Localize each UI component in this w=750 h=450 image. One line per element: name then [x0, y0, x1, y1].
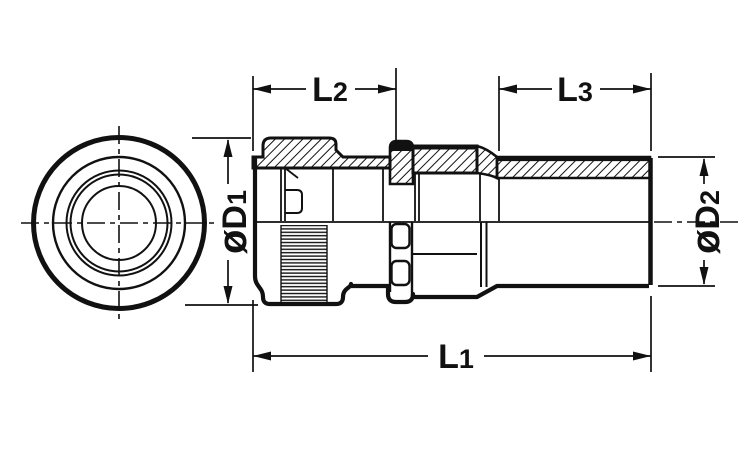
D2-label: øD2 — [684, 190, 728, 254]
dimension-L1: L1 — [252, 296, 652, 376]
dimension-D1: øD1 — [185, 137, 258, 306]
nut-cap-section — [251, 136, 392, 170]
section-interior-lines — [257, 167, 649, 223]
D2-arrow-up-icon — [699, 158, 709, 176]
L3-label: L3 — [557, 71, 593, 109]
latch-window — [285, 189, 303, 214]
body-wall-section — [411, 144, 479, 175]
D2-arrow-down-icon — [699, 267, 709, 285]
L2-label: L2 — [312, 71, 348, 109]
L2-arrow-left-icon — [253, 84, 271, 94]
section-hatched-walls — [251, 136, 652, 186]
front-view — [21, 126, 217, 320]
flange-window-lower — [390, 259, 411, 287]
dimension-L2: L2 — [252, 68, 397, 151]
bottom-silhouette — [252, 156, 649, 307]
L3-arrow-left-icon — [499, 84, 517, 94]
flange-window-upper — [390, 222, 411, 250]
L1-arrow-right-icon — [633, 351, 651, 361]
dimension-L3: L3 — [498, 71, 652, 151]
L2-arrow-right-icon — [378, 84, 396, 94]
front-cap-circle — [51, 155, 187, 291]
D1-label: øD1 — [211, 190, 255, 254]
D1-arrow-up-icon — [223, 139, 233, 157]
dimensions: L2 L3 L1 — [185, 68, 728, 376]
dimension-D2: øD2 — [658, 156, 728, 287]
knurl-band — [281, 225, 327, 304]
D1-arrow-down-icon — [223, 286, 233, 304]
flange-tongue-cap — [390, 141, 413, 151]
L3-arrow-right-icon — [633, 84, 651, 94]
L1-arrow-left-icon — [253, 351, 271, 361]
latch-chamfer — [284, 167, 299, 179]
exterior-profile — [252, 156, 742, 307]
L1-label: L1 — [438, 338, 474, 376]
side-view — [251, 136, 742, 307]
